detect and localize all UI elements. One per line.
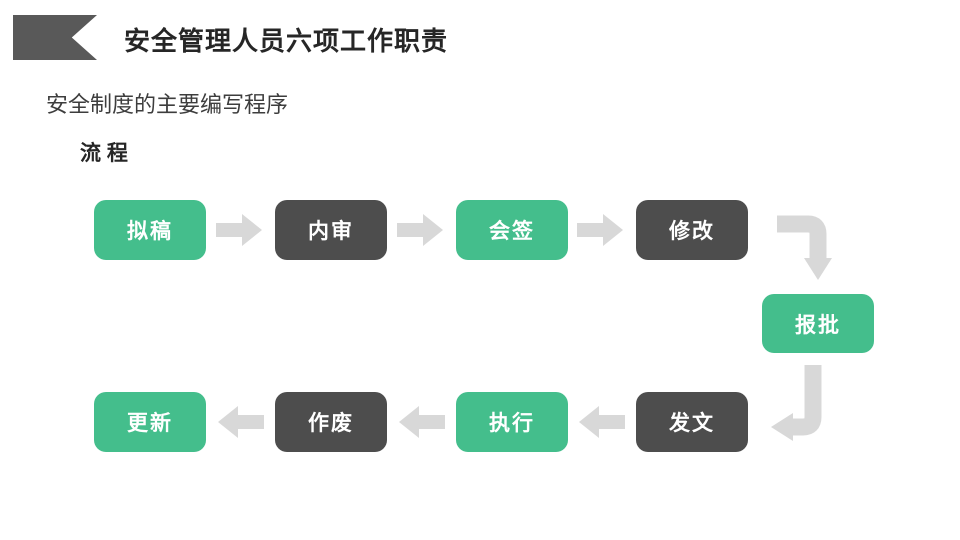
flow-node-internal-review: 内审 [275, 200, 387, 260]
page-title: 安全管理人员六项工作职责 [124, 26, 449, 56]
flow-node-submit-for-approval: 报批 [762, 294, 874, 353]
arrow-left-icon [397, 404, 445, 440]
flow-node-issue-document: 发文 [636, 392, 748, 452]
flow-node-countersign: 会签 [456, 200, 568, 260]
flow-node-draft: 拟稿 [94, 200, 206, 260]
flow-node-obsolete: 作废 [275, 392, 387, 452]
arrow-left-icon [577, 404, 625, 440]
subtitle: 安全制度的主要编写程序 [46, 92, 289, 117]
flow-node-revise: 修改 [636, 200, 748, 260]
arrow-left-icon [216, 404, 264, 440]
arrow-right-icon [577, 212, 625, 248]
flow-node-execute: 执行 [456, 392, 568, 452]
flow-label: 流 程 [80, 142, 128, 165]
flow-node-update: 更新 [94, 392, 206, 452]
arrow-right-icon [216, 212, 264, 248]
arrow-elbow-down-icon [770, 208, 840, 288]
arrow-elbow-left-icon [758, 358, 828, 448]
title-flag-ribbon [13, 15, 97, 60]
arrow-right-icon [397, 212, 445, 248]
